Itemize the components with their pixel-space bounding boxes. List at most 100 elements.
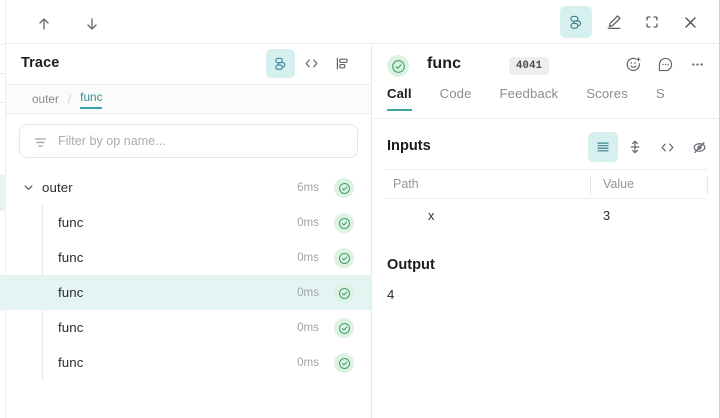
stacked-layers-icon	[273, 56, 289, 72]
inputs-title: Inputs	[387, 138, 431, 154]
tree-row-func-2[interactable]: func 0ms	[6, 240, 371, 275]
input-path-cell: x	[428, 207, 435, 223]
filter-input[interactable]	[58, 134, 338, 148]
tree-row-func-4[interactable]: func 0ms	[6, 310, 371, 345]
column-header-value: Value	[603, 177, 635, 191]
arrow-up-icon	[36, 16, 52, 32]
tree-row-func-5[interactable]: func 0ms	[6, 345, 371, 380]
call-id-badge: 4041	[509, 57, 550, 75]
output-section: Output 4	[373, 257, 719, 302]
tree-row-duration: 0ms	[297, 251, 319, 264]
tree-row-status	[334, 248, 354, 268]
stacked-layers-icon	[568, 14, 585, 31]
flame-graph-icon	[334, 55, 351, 72]
eye-off-icon	[691, 139, 708, 156]
success-check-icon	[334, 353, 354, 373]
inputs-section-header: Inputs	[373, 127, 719, 169]
inputs-table-header: Path Value	[385, 169, 708, 199]
close-button[interactable]	[674, 6, 706, 38]
breadcrumb-separator: /	[67, 92, 72, 106]
trace-code-view-button[interactable]	[297, 49, 326, 78]
tree-row-duration: 0ms	[297, 356, 319, 369]
scroll-up-button[interactable]	[28, 8, 60, 40]
tab-call[interactable]: Call	[387, 86, 412, 111]
inputs-expand-rows-button[interactable]	[620, 132, 650, 162]
tree-row-func-1[interactable]: func 0ms	[6, 205, 371, 240]
code-icon	[303, 55, 320, 72]
background-panel-sliver	[0, 0, 6, 418]
pencil-icon	[605, 13, 623, 31]
tree-row-label: func	[58, 250, 84, 265]
call-name: func	[427, 55, 462, 72]
inputs-hide-button[interactable]	[684, 132, 714, 162]
emoji-add-icon	[625, 56, 642, 73]
close-icon	[682, 14, 699, 31]
comment-icon	[657, 56, 674, 73]
column-header-path: Path	[393, 177, 419, 191]
trace-panel-header: Trace	[6, 44, 371, 85]
trace-panel-title: Trace	[21, 55, 60, 71]
tree-row-label: func	[58, 355, 84, 370]
tree-row-duration: 0ms	[297, 216, 319, 229]
list-view-icon	[595, 139, 611, 155]
tree-row-label: func	[58, 215, 84, 230]
more-options-button[interactable]	[682, 49, 712, 79]
inputs-table: Path Value x 3	[385, 169, 708, 231]
tree-row-duration: 0ms	[297, 321, 319, 334]
inputs-table-row[interactable]: x 3	[385, 199, 708, 231]
trace-tree-view-button[interactable]	[266, 49, 295, 78]
filter-icon	[33, 135, 48, 155]
call-status	[387, 55, 409, 77]
tab-summary-truncated[interactable]: S	[655, 86, 665, 101]
tab-code[interactable]: Code	[439, 86, 472, 101]
tree-row-duration: 6ms	[297, 181, 319, 194]
trace-panel: Trace	[6, 44, 372, 418]
more-horizontal-icon	[689, 56, 706, 73]
column-divider	[590, 176, 591, 194]
success-check-icon	[334, 248, 354, 268]
success-check-icon	[334, 178, 354, 198]
annotate-button[interactable]	[598, 6, 630, 38]
expand-icon	[644, 14, 660, 30]
success-check-icon	[334, 283, 354, 303]
tree-row-label: func	[58, 320, 84, 335]
code-icon	[659, 139, 676, 156]
tree-row-status	[334, 178, 354, 198]
chevron-down-icon[interactable]	[22, 181, 35, 199]
trace-tree-toggle-button[interactable]	[560, 6, 592, 38]
tab-scores[interactable]: Scores	[586, 86, 628, 101]
scroll-down-button[interactable]	[76, 8, 108, 40]
breadcrumb-item-current[interactable]: func	[80, 90, 103, 109]
input-value-cell: 3	[603, 207, 611, 223]
output-value: 4	[387, 287, 395, 302]
call-detail-panel: func 4041	[373, 44, 719, 418]
success-check-icon	[334, 318, 354, 338]
success-check-icon	[334, 213, 354, 233]
breadcrumb: outer / func	[6, 85, 371, 114]
inputs-code-view-button[interactable]	[652, 132, 682, 162]
tree-row-status	[334, 213, 354, 233]
tab-feedback[interactable]: Feedback	[499, 86, 559, 101]
tree-row-outer[interactable]: outer 6ms	[6, 170, 371, 205]
top-toolbar	[6, 0, 719, 44]
success-check-icon	[387, 55, 409, 77]
breadcrumb-item-root[interactable]: outer	[32, 92, 59, 106]
comment-button[interactable]	[650, 49, 680, 79]
tree-row-status	[334, 318, 354, 338]
filter-container	[6, 114, 371, 166]
add-reaction-button[interactable]	[618, 49, 648, 79]
tree-row-status	[334, 283, 354, 303]
filter-box[interactable]	[19, 124, 358, 158]
expand-vertical-icon	[627, 139, 643, 155]
tree-row-label: outer	[42, 180, 73, 195]
arrow-down-icon	[84, 16, 100, 32]
inputs-list-view-button[interactable]	[588, 132, 618, 162]
tree-row-func-3-selected[interactable]: func 0ms	[6, 275, 371, 310]
trace-flamegraph-view-button[interactable]	[328, 49, 357, 78]
column-divider-right	[707, 176, 708, 194]
tree-row-duration: 0ms	[297, 286, 319, 299]
tree-row-label: func	[58, 285, 84, 300]
fullscreen-button[interactable]	[636, 6, 668, 38]
tree-row-status	[334, 353, 354, 373]
